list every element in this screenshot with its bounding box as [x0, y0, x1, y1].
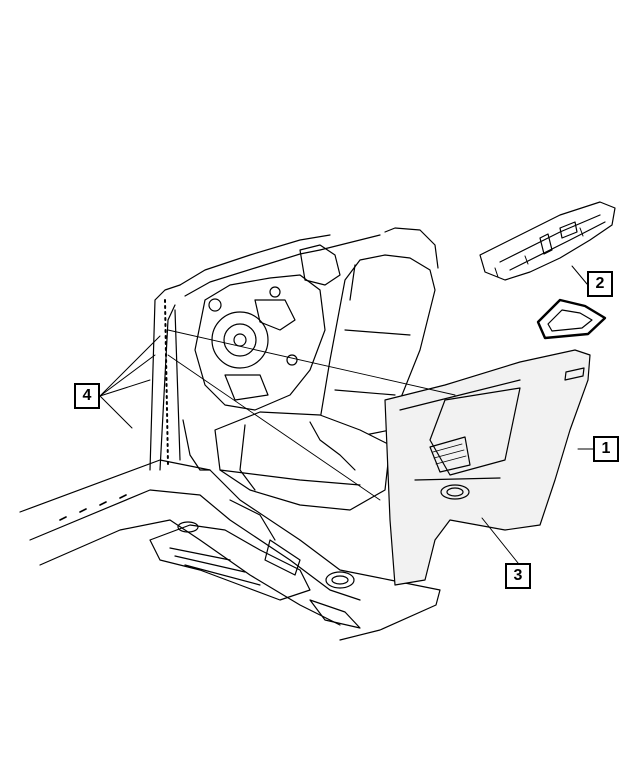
callout-2[interactable]: 2 [587, 271, 613, 297]
leader-lines [99, 265, 594, 564]
rear-seat [214, 227, 439, 511]
quarter-trim-panel [384, 349, 591, 586]
callout-4[interactable]: 4 [74, 383, 100, 409]
callout-3[interactable]: 3 [505, 563, 531, 589]
upper-trim-rail [479, 201, 616, 281]
trim-pad [536, 298, 607, 340]
callout-1[interactable]: 1 [593, 436, 619, 462]
b-pillar [149, 234, 331, 471]
floor-pan [19, 459, 441, 641]
